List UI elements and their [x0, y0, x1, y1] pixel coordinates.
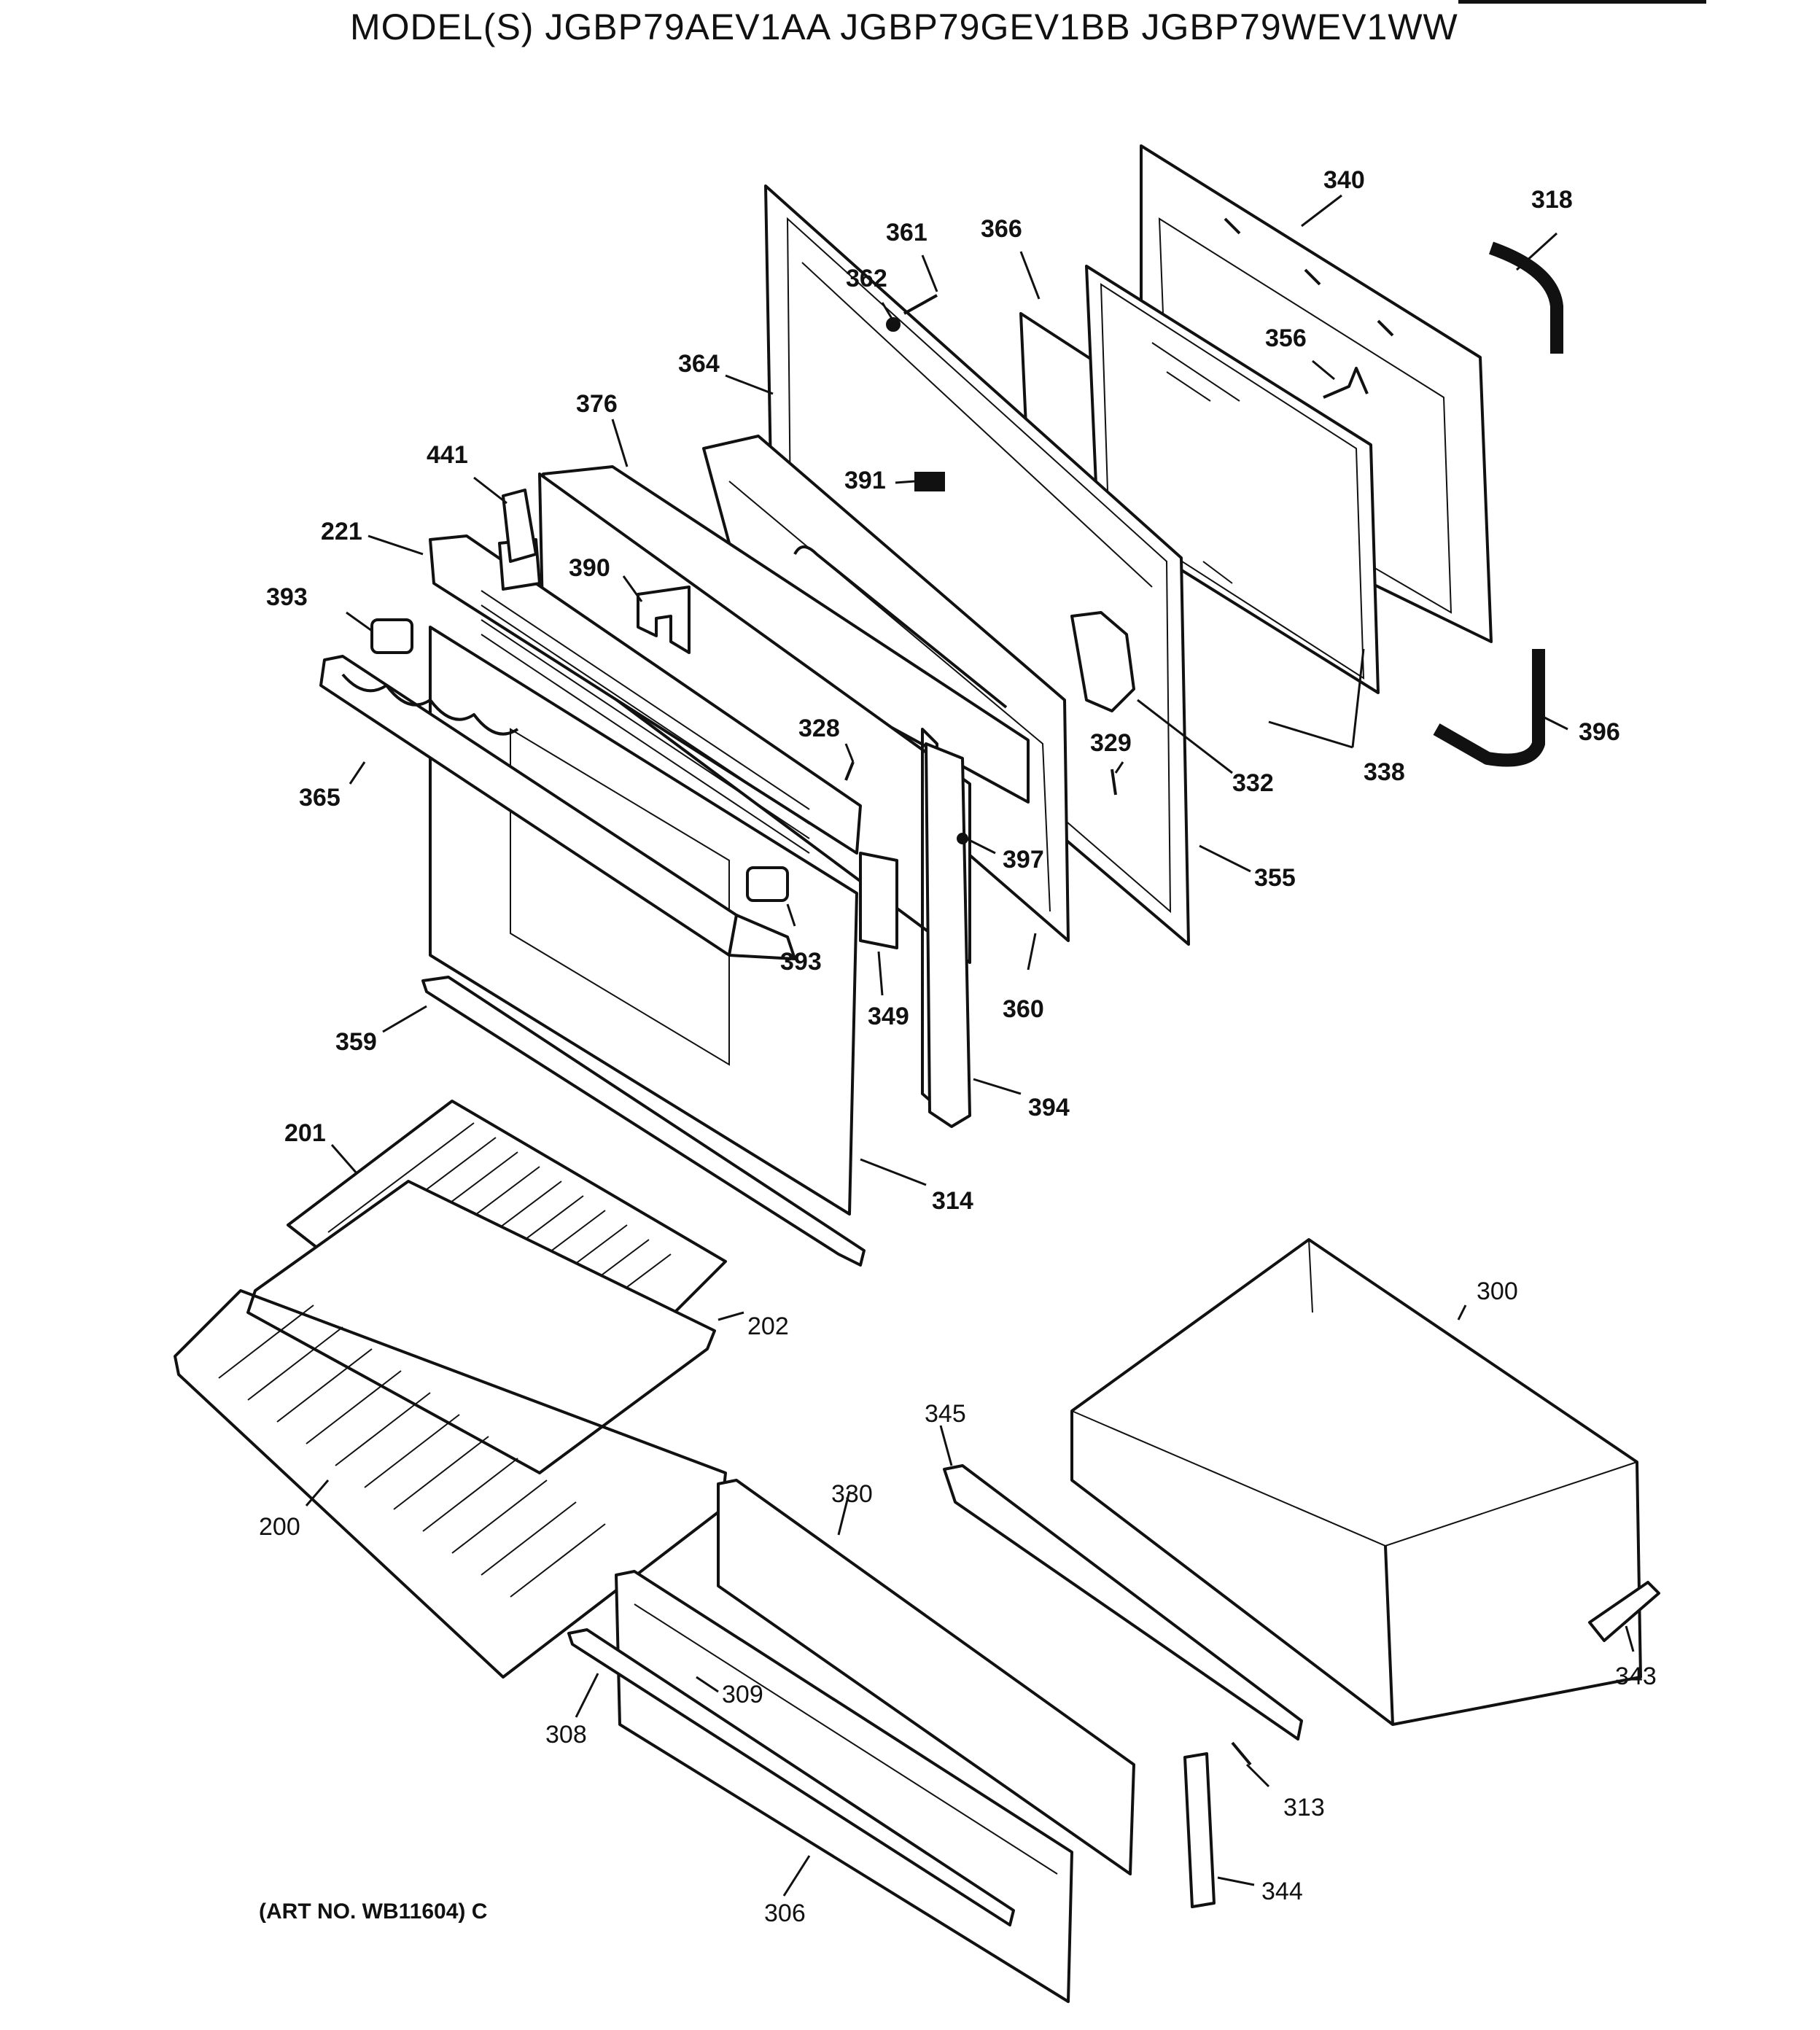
- label-396: 396: [1579, 718, 1620, 746]
- label-441: 441: [427, 441, 468, 469]
- label-306: 306: [764, 1899, 806, 1927]
- label-366: 366: [981, 215, 1022, 243]
- label-393-bottom: 393: [780, 948, 822, 976]
- label-314: 314: [932, 1187, 973, 1215]
- label-201: 201: [284, 1119, 326, 1147]
- label-397: 397: [1003, 846, 1044, 874]
- part-gasket-lower: [1433, 649, 1545, 767]
- label-343: 343: [1615, 1662, 1657, 1690]
- label-349: 349: [868, 1003, 909, 1030]
- label-338: 338: [1364, 758, 1405, 786]
- part-door-channel: [925, 742, 971, 1128]
- label-332: 332: [1232, 769, 1274, 797]
- label-376: 376: [576, 390, 618, 418]
- label-362: 362: [846, 265, 887, 292]
- label-300: 300: [1477, 1278, 1518, 1305]
- label-390: 390: [569, 554, 610, 582]
- part-door-bottom-trim: [421, 976, 866, 1267]
- label-313: 313: [1283, 1794, 1325, 1821]
- label-356: 356: [1265, 324, 1307, 352]
- part-door-inner-shell: [538, 465, 1030, 1110]
- part-drawer-bracket: [1588, 1581, 1660, 1642]
- part-broil-pan: [246, 1180, 716, 1474]
- label-345: 345: [925, 1400, 966, 1428]
- label-391: 391: [844, 467, 886, 494]
- part-drawer-front: [615, 1570, 1073, 2003]
- label-318: 318: [1531, 186, 1573, 214]
- label-360: 360: [1003, 995, 1044, 1023]
- label-394: 394: [1028, 1094, 1070, 1121]
- label-359: 359: [335, 1028, 377, 1056]
- label-393-top: 393: [266, 583, 308, 611]
- label-200: 200: [259, 1513, 300, 1541]
- label-308: 308: [545, 1721, 587, 1749]
- part-drawer-slide: [943, 1464, 1303, 1741]
- part-drawer-side-rail: [1183, 1752, 1216, 1908]
- leader-lines: [305, 194, 1635, 1897]
- label-340: 340: [1323, 166, 1365, 194]
- label-328: 328: [798, 715, 840, 742]
- label-329: 329: [1090, 729, 1132, 757]
- art-number: (ART NO. WB11604) C: [259, 1899, 488, 1924]
- model-title: MODEL(S) JGBP79AEV1AA JGBP79GEV1BB JGBP7…: [350, 7, 1458, 47]
- part-side-trim: [859, 852, 898, 949]
- part-screws: [844, 294, 1369, 1766]
- part-door-handle: [319, 655, 796, 960]
- label-344: 344: [1261, 1878, 1303, 1905]
- part-drawer-trim: [567, 1628, 1015, 1926]
- label-202: 202: [747, 1312, 789, 1340]
- part-gasket-upper: [1488, 241, 1563, 354]
- part-end-cap-left: [370, 618, 413, 654]
- label-355: 355: [1254, 864, 1296, 892]
- part-drawer: [1070, 1238, 1642, 1726]
- label-365: 365: [299, 784, 341, 812]
- label-309: 309: [722, 1681, 763, 1708]
- header-rule: [1458, 0, 1706, 4]
- label-221: 221: [321, 518, 362, 545]
- part-bracket: [502, 489, 537, 563]
- label-364: 364: [678, 350, 720, 378]
- part-end-cap-right: [746, 866, 789, 902]
- label-361: 361: [886, 219, 928, 246]
- part-outer-door: [429, 626, 858, 1216]
- label-330: 330: [831, 1480, 873, 1508]
- part-drawer-front-panel: [717, 1479, 1135, 1875]
- part-number-labels: 340 318 361 366 362 356 364 376 441 391 …: [259, 166, 1657, 1927]
